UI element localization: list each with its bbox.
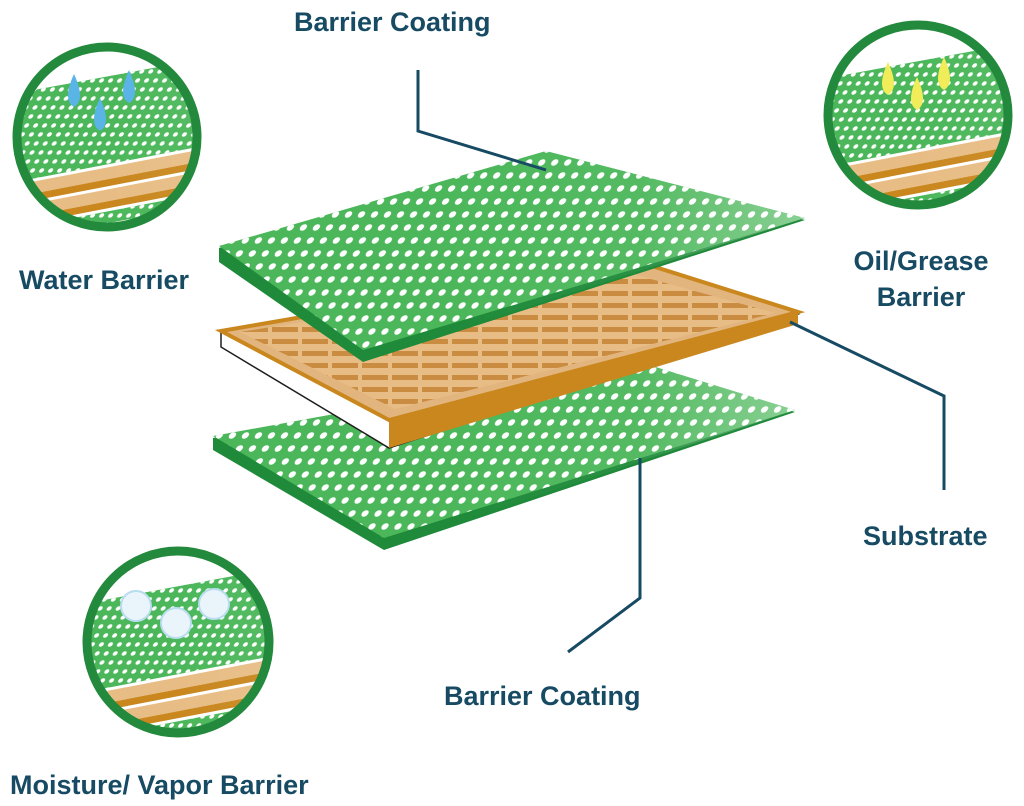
vapor-bubble-icon <box>120 588 230 639</box>
oil-grease-barrier-inset <box>823 20 1013 210</box>
water-barrier-inset <box>12 42 202 232</box>
oil-drop-icon <box>882 57 950 110</box>
bottom-barrier-coating-sheet <box>213 360 795 550</box>
bottom-barrier-coating-label: Barrier Coating <box>444 681 641 711</box>
leader-lines <box>416 70 946 654</box>
top-barrier-coating-label: Barrier Coating <box>294 7 491 37</box>
oil-grease-label-line-1: Oil/Grease <box>853 246 989 276</box>
water-drop-icon <box>68 70 135 131</box>
leader-line-bottom-coating <box>567 458 642 654</box>
water-barrier-label: Water Barrier <box>19 265 190 295</box>
leader-line-substrate <box>789 320 946 490</box>
moisture-vapor-barrier-inset <box>82 546 274 738</box>
oil-grease-barrier-label: Oil/Grease Barrier <box>826 243 1016 315</box>
top-barrier-coating-sheet <box>219 151 805 362</box>
moisture-vapor-barrier-label: Moisture/ Vapor Barrier <box>10 770 309 800</box>
leader-line-top-coating <box>416 70 547 172</box>
substrate-label: Substrate <box>863 521 988 551</box>
oil-grease-label-line-2: Barrier <box>876 282 966 312</box>
